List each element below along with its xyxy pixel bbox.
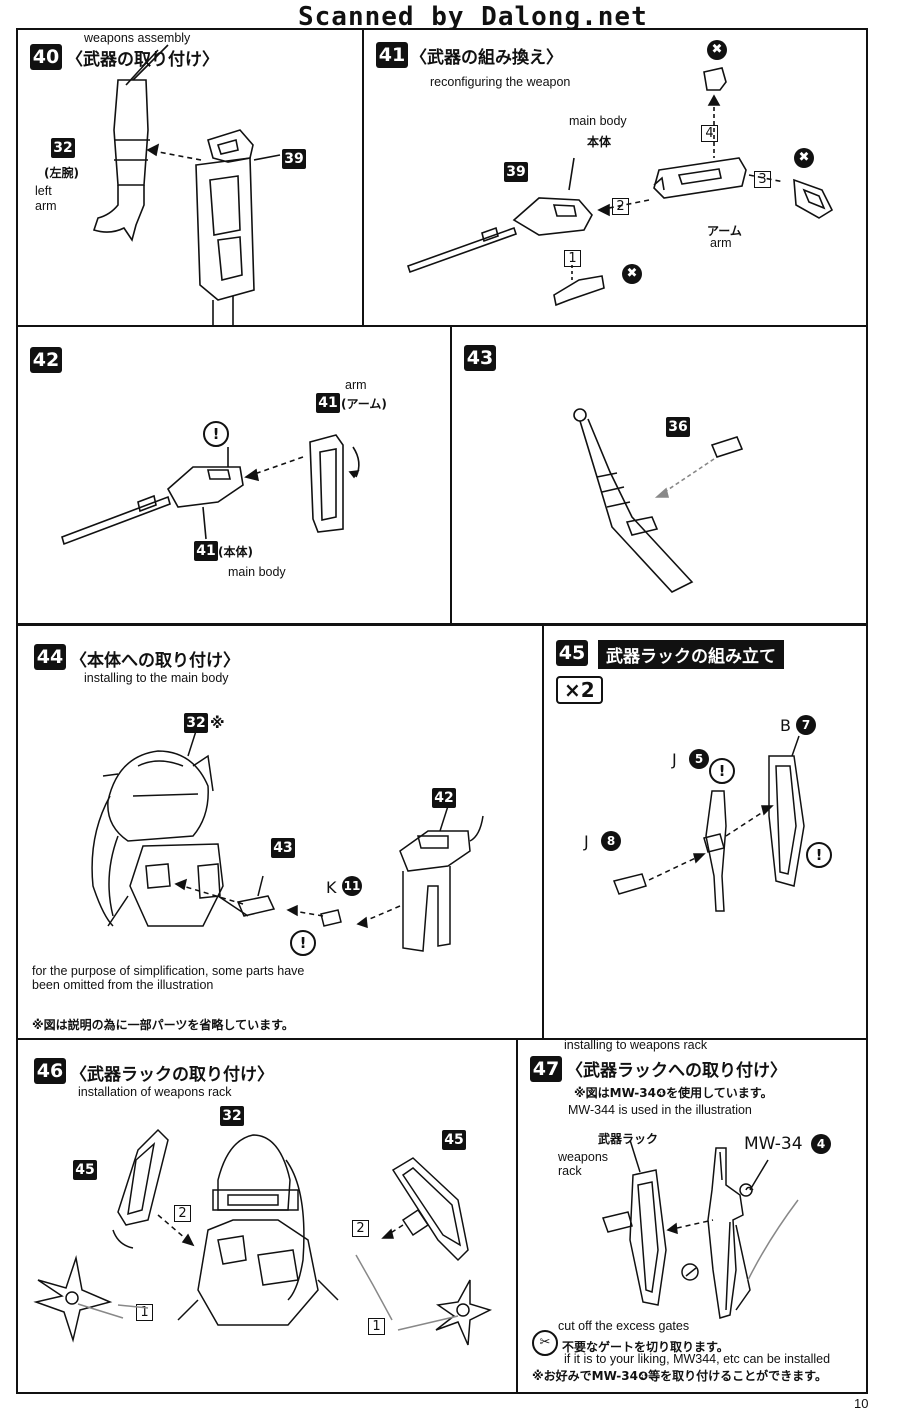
remove-mark-bottom: ✖ [622, 264, 642, 284]
j1-label: J [672, 750, 677, 769]
sequence-2-left: 2 [174, 1205, 191, 1222]
step-title-en: reconfiguring the weapon [430, 75, 571, 89]
remove-mark-top: ✖ [707, 40, 727, 60]
b-num: 7 [796, 715, 816, 735]
arm-rod-illustration [573, 408, 744, 593]
nipper-icon: ✂ [532, 1330, 558, 1356]
part-ref-32: 32 [184, 713, 208, 733]
step-title-jp: 武器ラックの組み立て [598, 640, 784, 669]
part-ref-39: 39 [504, 162, 528, 182]
arm-and-weapon-illustration [92, 44, 281, 328]
weapon-reconfig-illustration [406, 67, 834, 307]
step-number: 46 [34, 1058, 66, 1084]
mw-label: MW-34 [744, 1134, 803, 1154]
left-arm-en-1: left [35, 184, 52, 198]
step-43-panel: 43 36 [450, 325, 868, 625]
note-jp: ※図はMW-34❹を使用しています。 [574, 1086, 773, 1100]
part-ref-42: 42 [432, 788, 456, 808]
liking-en: if it is to your liking, MW344, etc can … [564, 1352, 831, 1366]
k-label: K [326, 878, 337, 897]
part-ref-32: 32 [51, 138, 75, 158]
step-number: 44 [34, 644, 66, 670]
sequence-1-right: 1 [368, 1318, 385, 1335]
step-42-panel: 42 arm 41 (アーム) 41 (本体) main body ! [16, 325, 452, 625]
part-ref-45-right: 45 [442, 1130, 466, 1150]
rack-assembly-illustration [612, 735, 805, 912]
arm-jp: (アーム) [341, 397, 387, 411]
caution-icon-top: ! [709, 758, 735, 784]
gate-jp: 不要なゲートを切り取ります。 [562, 1340, 729, 1354]
note-en: MW-344 is used in the illustration [568, 1103, 752, 1117]
sequence-2-right: 2 [352, 1220, 369, 1237]
arm-jp: アーム [707, 224, 742, 238]
part-ref-43: 43 [271, 838, 295, 858]
step-title-en-top: installing to weapons rack [564, 1038, 708, 1052]
step-47-panel: installing to weapons rack 47 〈武器ラックへの取り… [516, 1038, 868, 1394]
step-title-en: installing to the main body [84, 671, 229, 685]
caution-icon: ! [290, 930, 316, 956]
note-jp: ※図は説明の為に一部パーツを省略しています。 [32, 1018, 294, 1032]
step-number: 45 [556, 640, 588, 666]
asterisk-mark: ※ [210, 714, 225, 732]
left-arm-en-2: arm [35, 199, 57, 213]
rack-install-illustration [33, 1128, 493, 1346]
step-number: 40 [30, 44, 62, 70]
step-46-panel: 46 〈武器ラックの取り付け〉 installation of weapons … [16, 1038, 518, 1394]
b-label: B [780, 716, 791, 735]
body-install-illustration [91, 730, 484, 952]
step-number: 43 [464, 345, 496, 371]
arm-en: arm [710, 236, 732, 250]
part-ref-41-arm: 41 [316, 393, 340, 413]
part-ref-45-left: 45 [73, 1160, 97, 1180]
quantity-multiplier: ×2 [556, 676, 603, 704]
step-title-en: installation of weapons rack [78, 1085, 232, 1099]
rack-en-2: rack [558, 1164, 582, 1178]
step-title-jp: 〈本体への取り付け〉 [70, 651, 240, 671]
remove-mark-right: ✖ [794, 148, 814, 168]
body-jp: (本体) [218, 545, 253, 559]
j2-label: J [584, 832, 589, 851]
step-number: 47 [530, 1056, 562, 1082]
note-en-2: been omitted from the illustration [32, 978, 214, 992]
step-45-panel: 45 武器ラックの組み立て ×2 B 7 J 5 J 8 ! ! [542, 624, 868, 1040]
step-title-en: weapons assembly [84, 31, 191, 45]
weapon-on-rack-illustration [602, 1139, 799, 1319]
j2-num: 8 [601, 831, 621, 851]
step-title-jp: 〈武器の組み換え〉 [410, 48, 563, 68]
part-ref-36: 36 [666, 417, 690, 437]
j1-num: 5 [689, 749, 709, 769]
part-ref-32: 32 [220, 1106, 244, 1126]
weapon-assembly-illustration [61, 434, 360, 546]
part-ref-32-jp: (左腕) [44, 166, 79, 180]
page-number: 10 [854, 1396, 869, 1411]
main-body-jp: 本体 [587, 135, 612, 149]
main-body-en: main body [228, 565, 286, 579]
step-title-jp: 〈武器の取り付け〉 [66, 50, 219, 70]
rack-en-1: weapons [558, 1150, 609, 1164]
mw-num: 4 [811, 1134, 831, 1154]
step-40-panel: 40 〈武器の取り付け〉 weapons assembly 32 (左腕) le… [16, 28, 364, 328]
arm-en: arm [345, 378, 367, 392]
step-44-panel: 44 〈本体への取り付け〉 installing to the main bod… [16, 624, 544, 1040]
part-ref-41-body: 41 [194, 541, 218, 561]
main-body-en: main body [569, 114, 627, 128]
gate-en: cut off the excess gates [558, 1319, 690, 1333]
scan-watermark: Scanned by Dalong.net [298, 2, 648, 32]
sequence-1-left: 1 [136, 1304, 153, 1321]
step-number: 42 [30, 347, 62, 373]
caution-icon: ! [203, 421, 229, 447]
part-ref-39: 39 [282, 149, 306, 169]
step-title-jp: 〈武器ラックへの取り付け〉 [566, 1061, 787, 1081]
caution-icon-right: ! [806, 842, 832, 868]
step-title-jp: 〈武器ラックの取り付け〉 [70, 1065, 274, 1085]
step-number: 41 [376, 42, 408, 68]
liking-jp: ※お好みでMW-34❹等を取り付けることができます。 [532, 1369, 827, 1383]
rack-jp: 武器ラック [598, 1132, 659, 1146]
k-num: 11 [342, 876, 362, 896]
step-41-panel: 41 〈武器の組み換え〉 reconfiguring the weapon 39… [362, 28, 868, 327]
note-en-1: for the purpose of simplification, some … [32, 964, 305, 978]
